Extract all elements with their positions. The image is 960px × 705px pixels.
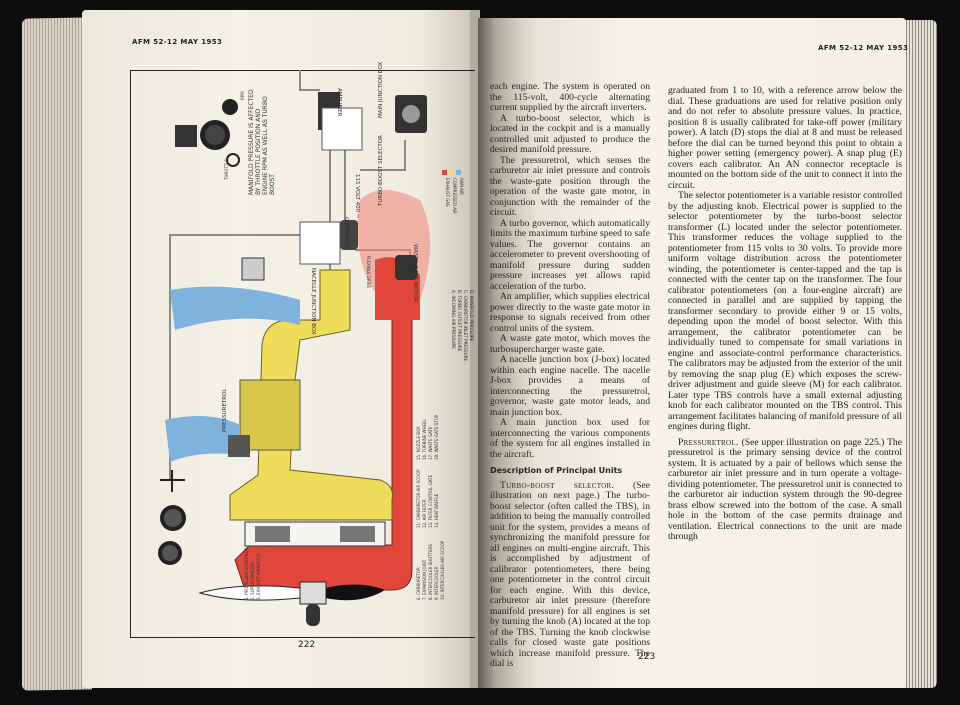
legend-item: 9. INTERCOOLER (434, 566, 439, 600)
engine-cylinder (340, 526, 375, 542)
legend-item: 2. SUPERCHARGER (250, 562, 255, 600)
paragraph-pressuretrol: Pressuretrol. (See upper illustration on… (668, 436, 902, 543)
legend-item: 18. WASTE GATE STOP (434, 414, 439, 460)
paragraph: The pressuretrol, which senses the carbu… (490, 154, 650, 218)
label-rpm: RPM (240, 91, 245, 100)
pressuretrol-unit-top (241, 257, 265, 281)
paragraph-text: (See illustration on next page.) The tur… (490, 479, 650, 669)
paragraph: A waste gate motor, which moves the turb… (490, 333, 650, 355)
legend-item: 14. HEAT BAFFLE (434, 493, 439, 528)
label-amplifier: AMPLIFIER (336, 88, 342, 117)
paragraph: A turbo-boost selector, which is located… (490, 112, 650, 155)
right-page-column-1: each engine. The system is operated on t… (490, 81, 650, 670)
pressuretrol-unit (228, 435, 250, 457)
manifold-pressure-note: MANIFOLD PRESSURE IS AFFECTED BY THROTTL… (248, 89, 276, 195)
pressure-key-item: A. INCOMING AIR PRESSURE (451, 290, 456, 349)
color-key-label: COMPRESSED AIR (452, 178, 457, 214)
pressure-key: A. INCOMING AIR PRESSURE B. TURBO OUTLET… (451, 290, 474, 361)
legend-item: 16. TURBINE WHEEL (422, 418, 427, 460)
legend-item: 3. EXHAUST MANIFOLD (256, 554, 261, 600)
instrument-gauges (158, 99, 240, 565)
pressure-key-item: C. CARBURETOR INLET PRESSURE (463, 290, 468, 361)
diagram-frame (130, 70, 475, 638)
pressure-key-item: D. MANIFOLD PRESSURE (469, 290, 474, 342)
color-key-label: RAM AIR (459, 178, 464, 195)
paragraph: each engine. The system is operated on t… (490, 81, 650, 113)
paragraph: An amplifier, which supplies electrical … (490, 291, 650, 334)
nacelle-junction-box (299, 221, 341, 265)
waste-gate-motor-unit (395, 255, 417, 280)
right-page-number: 223 (638, 652, 656, 662)
legend-item: 10. INTERCOOLER AIR SCOOP (440, 540, 445, 600)
left-page-number: 222 (298, 640, 316, 650)
legend-item: 8. INTERCOOLER SHUTTERS (428, 544, 433, 600)
wiring (169, 70, 411, 480)
color-key-label: EXHAUST GAS (445, 178, 450, 207)
legend-item: 15. NOZZLE BOX (416, 426, 421, 460)
label-flexible-drive: FLEXIBLE DRIVE (366, 256, 371, 289)
label-waste-gate-motor: WASTE-GATE MOTOR (412, 244, 418, 302)
pressure-key-item: B. TURBO OUTLET PRESSURE (457, 290, 462, 352)
propeller (198, 581, 385, 626)
paragraph-text: (See upper illustration on page 225.) Th… (668, 436, 902, 542)
run-in-head: Turbo-boost selector. (500, 479, 615, 491)
ram-air-upper (170, 286, 300, 330)
paragraph: graduated from 1 to 10, with a reference… (668, 85, 902, 191)
run-in-head: Pressuretrol. (678, 436, 739, 448)
label-volts: 115 VOLT 400 ~ (354, 174, 360, 219)
paragraph: The selector potentiometer is a variable… (668, 190, 902, 432)
engine-cylinder (255, 526, 290, 542)
compressed-air-duct (229, 269, 393, 521)
governor-unit (340, 220, 358, 250)
numbered-legend: 1. PROPELLER GOVERNOR 2. SUPERCHARGER 3.… (244, 414, 445, 600)
legend-item: 13. FILTER CONTROL GATE (428, 474, 433, 528)
selector-knob (402, 105, 420, 123)
label-throttle: THROTTLE (224, 159, 229, 181)
legend-item: 11. CARBURETOR AIR SCOOP (416, 469, 421, 528)
legend-item: 17. WASTE GATE (428, 426, 433, 460)
label-turbo-boost-selector: TURBO-BOOST SELECTOR (378, 135, 384, 207)
right-page-column-2: graduated from 1 to 10, with a reference… (668, 85, 902, 543)
paragraph: A turbo governor, which automatically li… (490, 217, 650, 292)
legend-item: 6. CARBURETOR (416, 567, 421, 600)
exhaust-pipe (234, 299, 413, 591)
main-junction-box (321, 107, 363, 151)
label-pressuretrol: PRESSURETROL (222, 388, 228, 432)
ram-air-lower (165, 416, 240, 462)
right-page (478, 18, 906, 688)
label-nacelle-junction-box: NACELLE JUNCTION BOX (310, 268, 316, 335)
label-governor: GOVERNOR (343, 217, 349, 249)
left-running-head: AFM 52-12 MAY 1953 (132, 38, 223, 46)
legend-item: 1. PROPELLER GOVERNOR (244, 547, 249, 600)
paragraph: A main junction box used for interconnec… (490, 417, 650, 460)
color-key: EXHAUST GAS COMPRESSED AIR RAM AIR (442, 170, 464, 214)
legend-item: 12. AIR FILTER (422, 499, 427, 528)
right-running-head: AFM 52-12 MAY 1953 (818, 44, 909, 52)
paragraph-tbs: Turbo-boost selector. (See illustration … (490, 479, 650, 670)
label-main-junction-box: MAIN JUNCTION BOX (378, 62, 384, 118)
section-heading: Description of Principal Units (490, 466, 623, 475)
paragraph: A nacelle junction box (J-box) located w… (490, 354, 650, 418)
legend-item: 7. EXPANSION JOINT (422, 559, 427, 600)
